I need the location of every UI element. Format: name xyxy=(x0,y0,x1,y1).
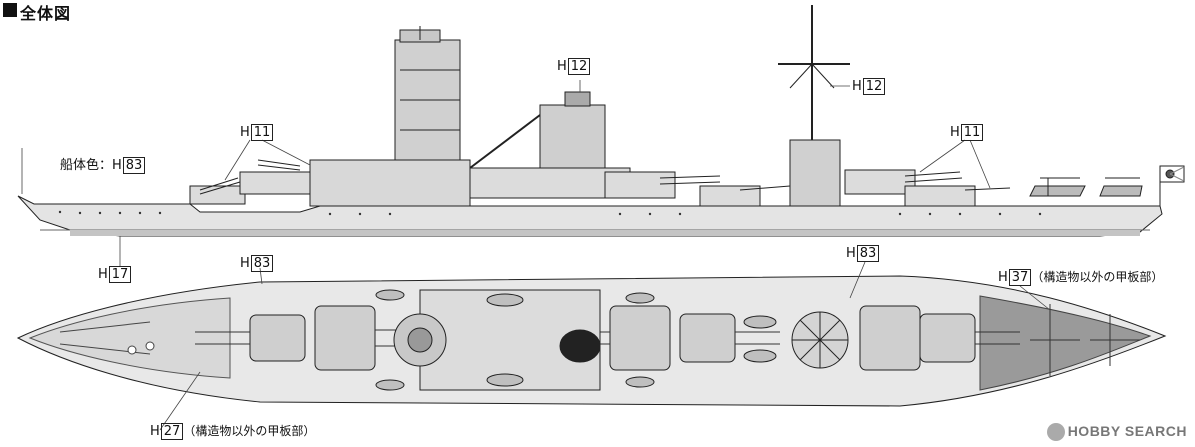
side-superstructure xyxy=(309,159,471,207)
color-code: 12 xyxy=(567,58,591,75)
color-code: 11 xyxy=(960,124,984,141)
plan-view xyxy=(16,261,1167,431)
callout-text: H xyxy=(98,267,108,282)
rising-sun-flag-icon xyxy=(1159,165,1185,206)
side-portholes xyxy=(58,210,1042,216)
callout-text: 船体色：H xyxy=(60,158,122,173)
callout-text: H xyxy=(240,256,250,271)
side-turret-5 xyxy=(844,169,916,195)
callout-text: H xyxy=(852,79,862,94)
plan-deck-fore xyxy=(28,297,231,379)
color-code: 83 xyxy=(122,157,146,174)
watermark: HOBBY SEARCH xyxy=(1046,422,1187,441)
callout-text: H xyxy=(950,125,960,140)
callout-note: （構造物以外の甲板部） xyxy=(183,424,316,438)
side-aircraft xyxy=(1029,177,1143,197)
color-code: 12 xyxy=(862,78,886,95)
callout-text: H xyxy=(846,246,856,261)
title-square-icon xyxy=(3,3,17,17)
plan-anchor-chains xyxy=(59,321,155,355)
color-code: 83 xyxy=(250,255,274,272)
plan-aircraft xyxy=(1030,304,1140,376)
plan-turrets xyxy=(249,305,976,371)
side-turret-6 xyxy=(904,185,976,207)
callout-note: （構造物以外の甲板部） xyxy=(1031,270,1164,284)
callout-text: H xyxy=(240,125,250,140)
callout-text: H xyxy=(150,424,160,439)
side-aft-tower xyxy=(789,139,841,207)
plan-leader-lines xyxy=(159,261,1051,431)
watermark-text: HOBBY SEARCH xyxy=(1067,422,1187,439)
callout-text: H xyxy=(557,59,567,74)
side-crane xyxy=(469,114,541,169)
plan-boats xyxy=(375,289,777,391)
color-code: 83 xyxy=(856,245,880,262)
color-code: 37 xyxy=(1008,269,1032,286)
color-code: 17 xyxy=(108,266,132,283)
color-code: 11 xyxy=(250,124,274,141)
watermark-logo-icon xyxy=(1046,423,1065,441)
side-leader-lines xyxy=(21,80,991,266)
side-turret-4 xyxy=(699,185,761,207)
side-turret-3 xyxy=(604,171,676,199)
side-boot-topping xyxy=(70,230,1140,236)
color-code: 27 xyxy=(160,423,184,440)
side-turret-2 xyxy=(239,171,311,195)
side-profile xyxy=(17,5,1185,266)
plan-funnel xyxy=(559,329,601,363)
page-title: 全体図 xyxy=(20,4,72,23)
callout-text: H xyxy=(998,270,1008,285)
side-turret-1 xyxy=(189,185,246,205)
